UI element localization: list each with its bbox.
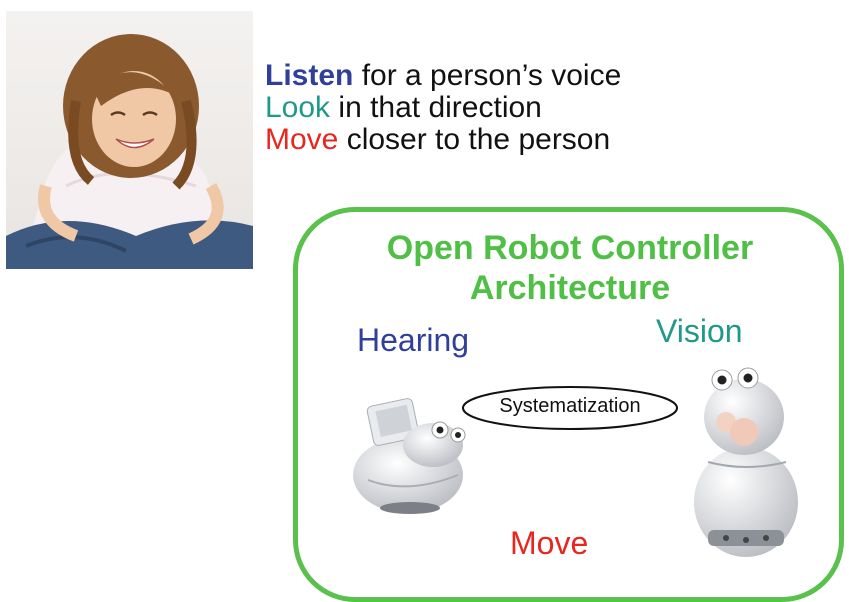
instruction-text-look: in that direction xyxy=(330,91,542,124)
systematization-ellipse xyxy=(462,386,678,430)
instruction-move: Move closer to the person xyxy=(265,124,610,156)
move-label: Move xyxy=(510,525,589,561)
architecture-title-line2: Architecture xyxy=(469,269,671,307)
systematization-label: Systematization xyxy=(499,395,641,417)
architecture-title: Open Robot Controller Architecture xyxy=(330,228,810,308)
vision-label: Vision xyxy=(656,313,743,349)
instruction-keyword-listen: Listen xyxy=(265,59,354,92)
hearing-label: Hearing xyxy=(357,322,470,358)
snowman-shaped-robot xyxy=(694,367,798,557)
instruction-text-move: closer to the person xyxy=(338,123,611,156)
instruction-look: Look in that direction xyxy=(265,92,542,124)
smiling-girl-photo xyxy=(6,11,253,269)
instruction-listen: Listen for a person’s voice xyxy=(265,60,621,92)
instruction-text-listen: for a person’s voice xyxy=(353,59,622,92)
instruction-keyword-move: Move xyxy=(265,123,339,156)
architecture-title-line1: Open Robot Controller xyxy=(386,229,754,267)
instruction-keyword-look: Look xyxy=(265,91,331,124)
turtle-shaped-robot xyxy=(353,398,466,514)
